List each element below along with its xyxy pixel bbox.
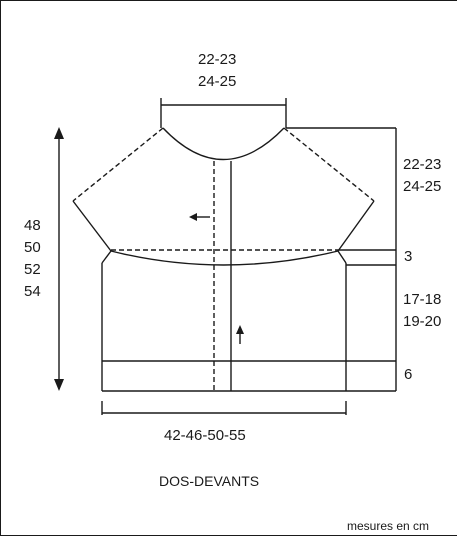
body-top-curve [110,250,339,266]
yoke-right-side [337,200,375,252]
neck-width-label: 22-23 24-25 [198,51,237,90]
direction-arrow-up-head [236,325,244,334]
left-armhole-join [101,250,112,264]
body-height-label: 17-18 19-20 [403,291,442,330]
band-upper-label: 3 [404,248,413,265]
right-armhole-join [337,250,347,264]
bottom-width-label: 42-46-50-55 [164,427,246,444]
band-lower-label: 6 [404,366,413,383]
direction-arrow-left-head [189,213,197,221]
units-note: mesures en cm [347,519,430,533]
yoke-right-shoulder [283,127,375,202]
total-length-label: 48 50 52 54 [24,217,41,300]
length-arrow-head-bottom [54,379,64,391]
yoke-left-side [72,200,112,252]
neckline-curve [162,127,285,161]
yoke-height-label: 22-23 24-25 [403,156,442,195]
diagram-title: DOS-DEVANTS [159,473,260,489]
length-arrow-head-top [54,127,64,139]
yoke-left-shoulder [72,127,164,202]
